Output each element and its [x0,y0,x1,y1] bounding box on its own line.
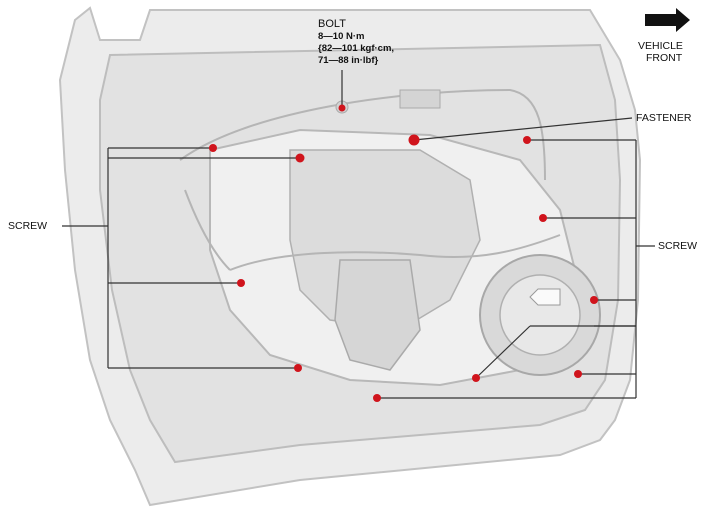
screw-marker [590,296,598,304]
bolt-marker [338,104,346,112]
fastener-marker [408,134,420,146]
screw-label-left: SCREW [8,220,48,232]
motor-bracket [334,259,421,371]
vehicle-front-arrow-icon [645,8,690,32]
connector-top [399,89,441,109]
bolt-torque-kgf: {82—101 kgf·cm, [318,43,395,54]
bolt-torque-nm: 8—10 N·m [318,31,365,42]
screw-marker [523,136,531,144]
screw-marker [574,370,582,378]
wire-harness-lower [229,234,561,271]
screw-marker [539,214,547,222]
screw-marker [237,279,245,287]
fastener-leader [413,117,633,141]
screw-marker [373,394,381,402]
screw-marker [294,364,302,372]
vehicle-front-line1: VEHICLE [638,40,683,52]
screw-label-right: SCREW [658,240,698,252]
screw-marker [295,153,305,163]
wire-harness-side [184,189,231,271]
screw-marker [209,144,217,152]
right-diagonal [475,325,531,379]
screw-marker [472,374,480,382]
bolt-torque-inlbf: 71—88 in·lbf} [318,55,379,66]
speaker-arrow [529,288,561,306]
wire-harness-upper [179,88,546,181]
screw-markers [209,104,598,402]
fastener-label: FASTENER [636,112,692,124]
bolt-label: BOLT [318,18,346,30]
vehicle-front-line2: FRONT [646,52,683,64]
leader-lines [62,70,655,399]
